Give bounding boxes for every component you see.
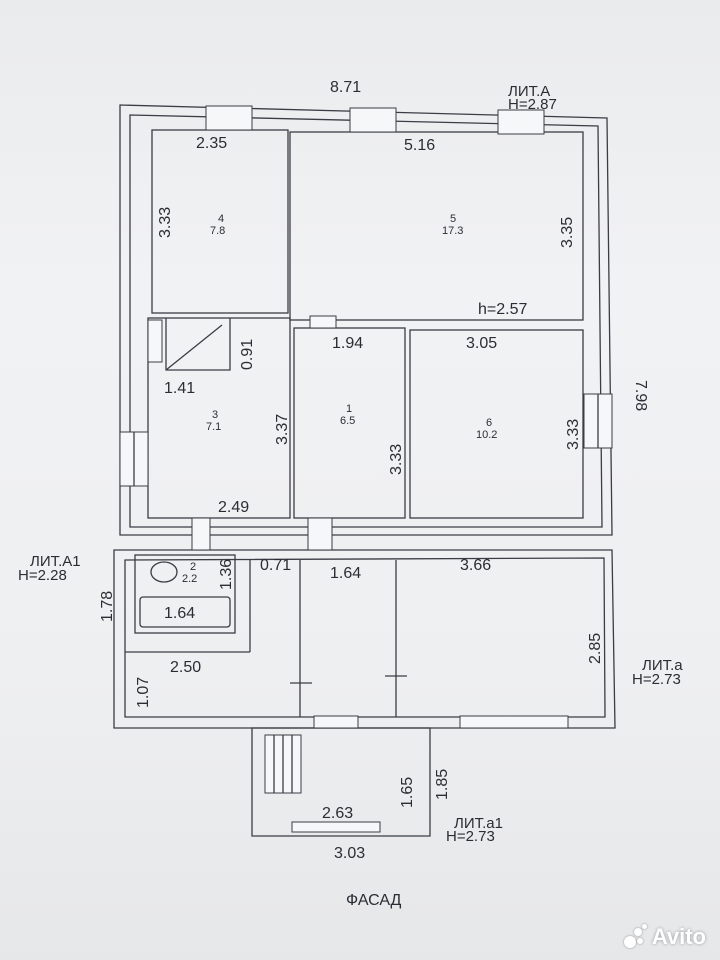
room-5-number: 5 [450,213,456,225]
closet [165,318,231,371]
room-3-area: 7.1 [206,421,221,433]
room-1-number: 1 [346,403,352,415]
room-6-width: 3.05 [466,335,497,352]
porch-inner-width: 2.63 [322,805,353,822]
veranda-width: 3.66 [460,557,491,574]
door-3 [307,517,333,551]
room-4-height: 3.33 [157,207,174,238]
window-bottom [459,715,569,729]
outer-wall-inner [129,114,603,528]
lit-a-label: ЛИТ.А [508,83,550,100]
annex-wall-inner [124,557,606,718]
room-2-area: 2.2 [182,573,197,585]
lit-a-small-height: H=2.73 [632,671,681,688]
annex-depth: 1.78 [99,591,116,622]
room-6-height: 3.33 [565,419,582,450]
door-4 [313,715,359,729]
total-height-label: 7.98 [632,380,649,411]
room-3-height: 3.37 [274,414,291,445]
hall-width: 1.64 [330,565,361,582]
lit-a1-height: H=2.28 [18,567,67,584]
veranda-height: 2.85 [587,633,604,664]
room-2-width: 1.36 [218,559,235,590]
window-top-2 [349,107,397,133]
porch-wall [251,727,431,837]
lit-a1-label: ЛИТ.А1 [30,553,81,570]
porch-outer-height: 1.85 [434,769,451,800]
annex-left-height: 1.07 [135,677,152,708]
toilet [150,561,178,583]
room-4-area: 7.8 [210,225,225,237]
room-5 [289,131,584,321]
room-2 [134,554,236,634]
room-3-number: 3 [212,409,218,421]
lit-a-small-label: ЛИТ.а [642,657,683,674]
annex-wall [113,549,616,729]
room-5-area: 17.3 [442,225,463,237]
avito-text: Avito [651,924,706,949]
room-5-height: 3.35 [559,217,576,248]
room-4-number: 4 [218,213,224,225]
total-width-label: 8.71 [330,79,361,96]
room-3-width: 2.49 [218,499,249,516]
room-2-number: 2 [190,561,196,573]
bathtub [139,596,231,628]
porch-window [291,821,381,833]
door-1 [309,315,337,329]
lit-a-height: H=2.87 [508,96,557,113]
room-4-width: 2.35 [196,135,227,152]
window-left-2 [147,319,163,363]
annex-left-width: 2.50 [170,659,201,676]
closet-width: 1.41 [164,380,195,397]
room-6-area: 10.2 [476,429,497,441]
window-top-1 [205,105,253,131]
room-1-area: 6.5 [340,415,355,427]
bath-width: 1.64 [164,605,195,622]
avito-logo-icon [622,924,648,950]
room-5-width: 5.16 [404,137,435,154]
door-2 [191,517,211,551]
porch-lit-label: ЛИТ.а1 [454,815,503,832]
closet-height: 0.91 [239,339,256,370]
corridor-width: 0.71 [260,557,291,574]
room-3 [147,317,291,519]
room-6 [409,329,584,519]
porch-inner-height: 1.65 [399,777,416,808]
avito-watermark: Avito [622,924,706,950]
room-5-ceiling: h=2.57 [478,301,527,318]
room-1 [293,327,406,519]
outer-wall [119,104,613,536]
porch-lit-height: H=2.73 [446,828,495,845]
porch-outer-width: 3.03 [334,845,365,862]
window-top-3 [497,109,545,135]
room-1-width: 1.94 [332,335,363,352]
facade-label: ФАСАД [346,892,402,909]
room-6-number: 6 [486,417,492,429]
closet-diagonal [165,324,223,371]
room-1-height: 3.33 [388,444,405,475]
